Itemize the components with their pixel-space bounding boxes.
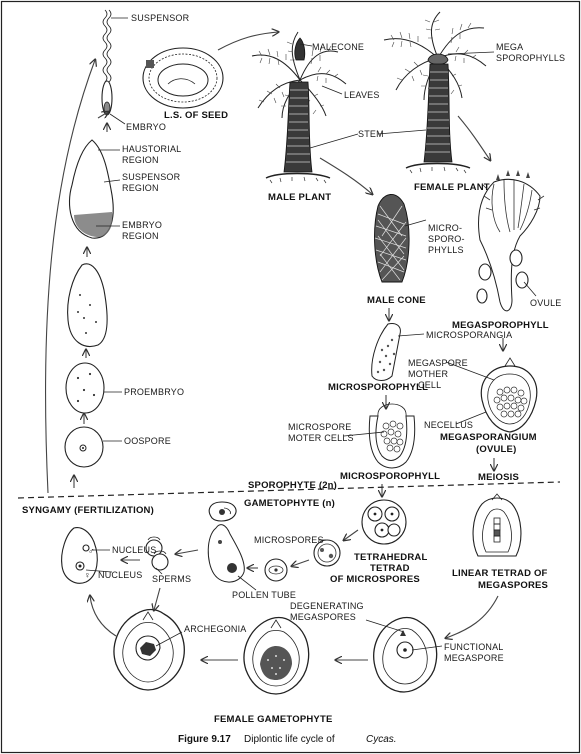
label-tetrad: TETRAD bbox=[370, 563, 410, 574]
label-suspensor: SUSPENSOR bbox=[131, 13, 190, 23]
label-phylls: PHYLLS bbox=[428, 245, 464, 255]
label-linear-tetrad: LINEAR TETRAD OF bbox=[452, 568, 548, 579]
label-meiosis: MEIOSIS bbox=[478, 472, 519, 483]
female-gametophyte-developing bbox=[202, 616, 310, 695]
linear-tetrad: LINEAR TETRAD OF MEGASPORES bbox=[446, 493, 548, 638]
proembryo-shape bbox=[65, 362, 105, 414]
label-megaspore-2: MEGASPORE bbox=[444, 653, 504, 663]
fertilization-archegonium: ♂ NUCLEUS ♀ NUCLEUS bbox=[61, 527, 156, 584]
label-tetrahedral: TETRAHEDRAL bbox=[354, 552, 427, 563]
stage-oval-4 bbox=[67, 263, 108, 347]
label-microspores: MICROSPORES bbox=[254, 535, 324, 545]
oospore-shape bbox=[64, 426, 104, 468]
label-mother: MOTHER bbox=[408, 369, 448, 379]
symbol-female: ♀ bbox=[84, 570, 91, 580]
caption-figure-number: Figure 9.17 bbox=[178, 734, 231, 745]
label-of-microspores: OF MICROSPORES bbox=[330, 574, 420, 585]
label-leaves: LEAVES bbox=[344, 90, 380, 100]
suspensor-coil-2 bbox=[106, 9, 112, 83]
arrow-syngamy-to-seed bbox=[44, 60, 95, 494]
female-gametophyte-archegonia: ARCHEGONIA bbox=[90, 587, 247, 691]
label-moter-cells: MOTER CELLS bbox=[288, 433, 354, 443]
female-plant: FEMALE PLANT bbox=[383, 11, 490, 193]
pollen-grain bbox=[264, 558, 310, 582]
seed-section: L.S. OF SEED bbox=[142, 32, 278, 121]
label-male-plant: MALE PLANT bbox=[268, 192, 331, 203]
label-megaspores: MEGASPORES bbox=[478, 580, 548, 591]
caption-species: Cycas. bbox=[366, 734, 397, 745]
label-microspore: MICROSPORE bbox=[288, 422, 352, 432]
label-necellus: NECELLUS bbox=[424, 420, 473, 430]
label-sporophyte: SPOROPHYTE (2n) bbox=[248, 480, 337, 491]
label-megasporophyll: MEGASPOROPHYLL bbox=[452, 320, 549, 331]
symbol-male: ♂ bbox=[88, 546, 95, 556]
microspore-grain: MICROSPORES bbox=[254, 535, 341, 567]
label-female-gametophyte: FEMALE GAMETOPHYTE bbox=[214, 714, 333, 725]
label-ls-seed: L.S. OF SEED bbox=[164, 110, 228, 121]
label-proembryo: PROEMBRYO bbox=[124, 387, 184, 397]
label-microsporophyll-1: MICROSPOROPHYLL bbox=[328, 382, 428, 393]
label-microsporangia: MICROSPORANGIA bbox=[426, 330, 512, 340]
label-microsporophyll-2: MICROSPOROPHYLL bbox=[340, 471, 440, 482]
label-region-1: REGION bbox=[122, 155, 159, 165]
megasporophyll: OVULE MEGASPOROPHYLL bbox=[452, 170, 562, 350]
plant-leaders: MALECONE LEAVES MEGA SPOROPHYLLS STEM bbox=[299, 42, 565, 194]
label-sperms: SPERMS bbox=[152, 574, 191, 584]
label-ovule-paren: (OVULE) bbox=[476, 444, 516, 455]
label-pollen-tube: POLLEN TUBE bbox=[232, 590, 296, 600]
label-malecone: MALECONE bbox=[312, 42, 364, 52]
label-syngamy: SYNGAMY (FERTILIZATION) bbox=[22, 505, 154, 516]
label-sporophylls: SPOROPHYLLS bbox=[496, 53, 565, 63]
label-cell: CELL bbox=[418, 380, 441, 390]
generation-divider: SPOROPHYTE (2n) GAMETOPHYTE (n) bbox=[17, 480, 561, 509]
label-embryo-region: EMBRYO bbox=[122, 220, 162, 230]
label-ovule: OVULE bbox=[530, 298, 562, 308]
label-region-2: REGION bbox=[122, 183, 159, 193]
label-male-cone: MALE CONE bbox=[367, 295, 426, 306]
embryo-region-shading bbox=[74, 212, 113, 238]
label-archegonia: ARCHEGONIA bbox=[184, 624, 247, 634]
label-megasporangium: MEGASPORANGIUM bbox=[440, 432, 537, 443]
label-female-plant: FEMALE PLANT bbox=[414, 182, 490, 193]
pollen-tube: POLLEN TUBE bbox=[176, 501, 296, 600]
label-megaspore: MEGASPORE bbox=[408, 358, 468, 368]
sperms: SPERMS bbox=[145, 536, 191, 584]
figure-caption: Figure 9.17 Diplontic life cycle of Cyca… bbox=[178, 734, 397, 745]
label-stem: STEM bbox=[358, 129, 384, 139]
label-region-3: REGION bbox=[122, 231, 159, 241]
caption-text: Diplontic life cycle of bbox=[244, 734, 335, 745]
microsporophyll-lower: MICROSPORE MOTER CELLS MICROSPOROPHYLL bbox=[288, 403, 440, 496]
label-micro: MICRO- bbox=[428, 223, 462, 233]
label-mega: MEGA bbox=[496, 42, 523, 52]
label-suspensor-region: SUSPENSOR bbox=[122, 172, 181, 182]
label-haustorial: HAUSTORIAL bbox=[122, 144, 181, 154]
label-sporo: SPORO- bbox=[428, 234, 465, 244]
embryo-column: SUSPENSOR EMBRYO HAUSTORIAL REGION SUSPE… bbox=[44, 9, 190, 494]
suspensor-coil bbox=[102, 9, 108, 83]
microsporophyll-upper: MICROSPORANGIA MICROSPOROPHYLL bbox=[328, 323, 512, 408]
label-oospore: OOSPORE bbox=[124, 436, 171, 446]
label-megaspores-2: MEGASPORES bbox=[290, 612, 356, 622]
label-degenerating: DEGENERATING bbox=[290, 601, 364, 611]
label-embryo: EMBRYO bbox=[126, 122, 166, 132]
label-gametophyte: GAMETOPHYTE (n) bbox=[244, 498, 335, 509]
label-nucleus-2: NUCLEUS bbox=[98, 570, 142, 580]
male-plant: MALE PLANT bbox=[251, 31, 347, 203]
megasporangium: MEGASPORE MOTHER CELL NECELLUS MEGASPORA… bbox=[408, 357, 538, 470]
tetrahedral-tetrad: TETRAHEDRAL TETRAD OF MICROSPORES bbox=[330, 499, 427, 585]
label-functional: FUNCTIONAL bbox=[444, 642, 504, 652]
male-cone: MICRO- SPORO- PHYLLS MALE CONE bbox=[367, 194, 465, 320]
functional-megaspore-ovule: DEGENERATING MEGASPORES FUNCTIONAL MEGAS… bbox=[290, 601, 504, 693]
label-nucleus-1: NUCLEUS bbox=[112, 545, 156, 555]
